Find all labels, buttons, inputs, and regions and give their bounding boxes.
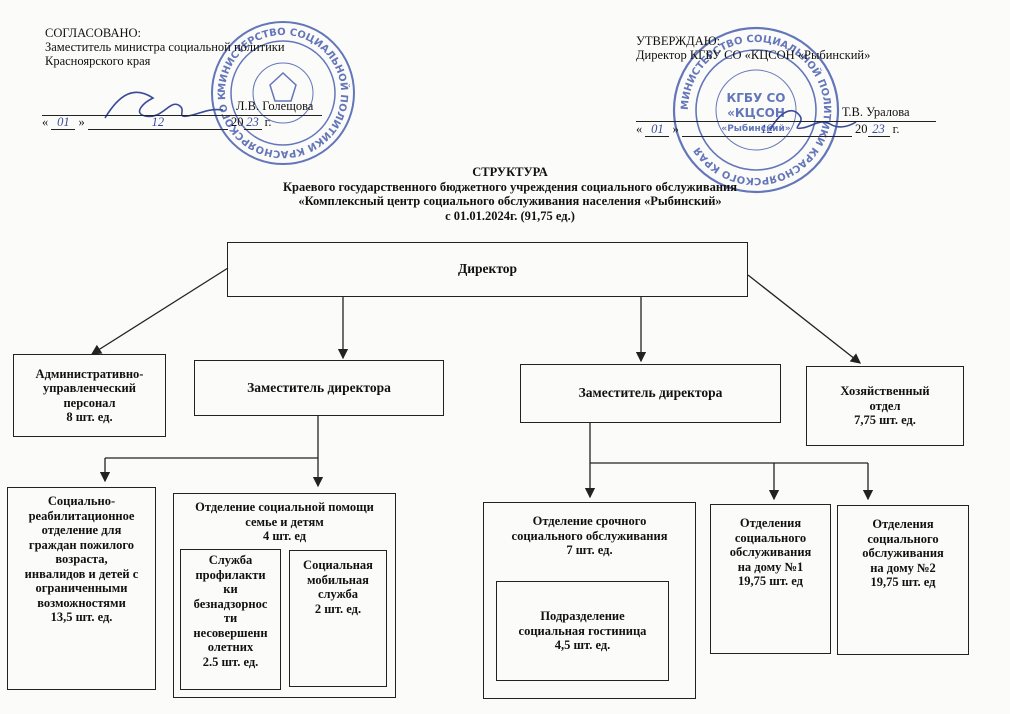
approve-block: УТВЕРЖДАЮ: Директор КГБУ СО «КЦСОН «Рыби… [636, 34, 870, 62]
family-help-dept-box: Отделение социальной помощи семье и детя… [173, 493, 396, 698]
director-label: Директор [457, 261, 518, 277]
agreed-position-line1: Заместитель министра социальной политики [45, 40, 285, 54]
agreed-signer: Л.В. Голещова [236, 99, 314, 113]
deputy-director-2-box: Заместитель директора [520, 364, 781, 423]
agreed-date-year: 23 [243, 115, 262, 130]
agreed-block: СОГЛАСОВАНО: Заместитель министра социал… [45, 26, 285, 68]
mobile-service-box: Социальная мобильная служба 2 шт. ед. [289, 550, 387, 687]
approve-date-day: 01 [645, 122, 670, 137]
social-hotel-label: Подразделение социальная гостиница 4,5 ш… [518, 609, 647, 653]
document-heading: СТРУКТУРА Краевого государственного бюдж… [180, 165, 840, 223]
approve-signer: Т.В. Уралова [842, 105, 910, 119]
heading-line2: «Комплексный центр социального обслужива… [298, 194, 722, 208]
social-hotel-box: Подразделение социальная гостиница 4,5 ш… [496, 581, 669, 681]
prevention-service-box: Служба профилакти ки безнадзорнос ти нес… [180, 549, 281, 690]
agreed-date-month: 12 [87, 115, 228, 130]
agreed-signature-line [42, 115, 322, 116]
page-title: СТРУКТУРА [472, 165, 548, 179]
rehab-dept-label: Социально- реабилитационное отделение дл… [24, 494, 139, 624]
home-service-2-box: Отделения социального обслуживания на до… [837, 505, 969, 655]
home-service-1-label: Отделения социального обслуживания на до… [729, 516, 812, 588]
agreed-date-day: 01 [51, 115, 76, 130]
mobile-service-label: Социальная мобильная служба 2 шт. ед. [303, 558, 373, 616]
urgent-service-dept-box: Отделение срочного социального обслужива… [483, 502, 696, 699]
rehab-dept-box: Социально- реабилитационное отделение дл… [7, 487, 156, 690]
approve-title: УТВЕРЖДАЮ: [636, 34, 721, 48]
urgent-service-dept-label: Отделение срочного социального обслужива… [511, 514, 668, 557]
household-dept-box: Хозяйственный отдел 7,75 шт. ед. [806, 366, 964, 446]
approve-date-month: 12 [681, 122, 852, 137]
admin-staff-box: Административно- управленческий персонал… [13, 354, 166, 437]
approve-signature-line [636, 121, 936, 122]
approve-position-line1: Директор КГБУ СО «КЦСОН «Рыбинский» [636, 48, 871, 62]
heading-line1: Краевого государственного бюджетного учр… [282, 179, 737, 194]
admin-staff-label: Административно- управленческий персонал… [35, 366, 144, 425]
deputy-director-1-box: Заместитель директора [194, 360, 444, 416]
svg-text:«КЦСОН: «КЦСОН [727, 106, 785, 120]
household-dept-label: Хозяйственный отдел 7,75 шт. ед. [840, 384, 930, 428]
home-service-2-label: Отделения социального обслуживания на до… [862, 517, 944, 589]
signature-right-icon [769, 110, 857, 131]
deputy-director-1-label: Заместитель директора [247, 379, 391, 395]
agreed-position-line2: Красноярского края [45, 54, 151, 68]
agreed-title: СОГЛАСОВАНО: [45, 26, 142, 40]
director-box: Директор [227, 242, 748, 297]
svg-text:КГБУ СО: КГБУ СО [726, 91, 785, 105]
heading-line3: с 01.01.2024г. (91,75 ед.) [445, 208, 575, 223]
deputy-director-2-label: Заместитель директора [578, 385, 723, 401]
family-help-dept-label: Отделение социальной помощи семье и детя… [195, 500, 374, 543]
home-service-1-box: Отделения социального обслуживания на до… [710, 504, 831, 654]
prevention-service-label: Служба профилакти ки безнадзорнос ти нес… [193, 553, 268, 669]
svg-text:«Рыбинский»: «Рыбинский» [721, 123, 790, 134]
approve-date-year: 23 [867, 122, 890, 137]
